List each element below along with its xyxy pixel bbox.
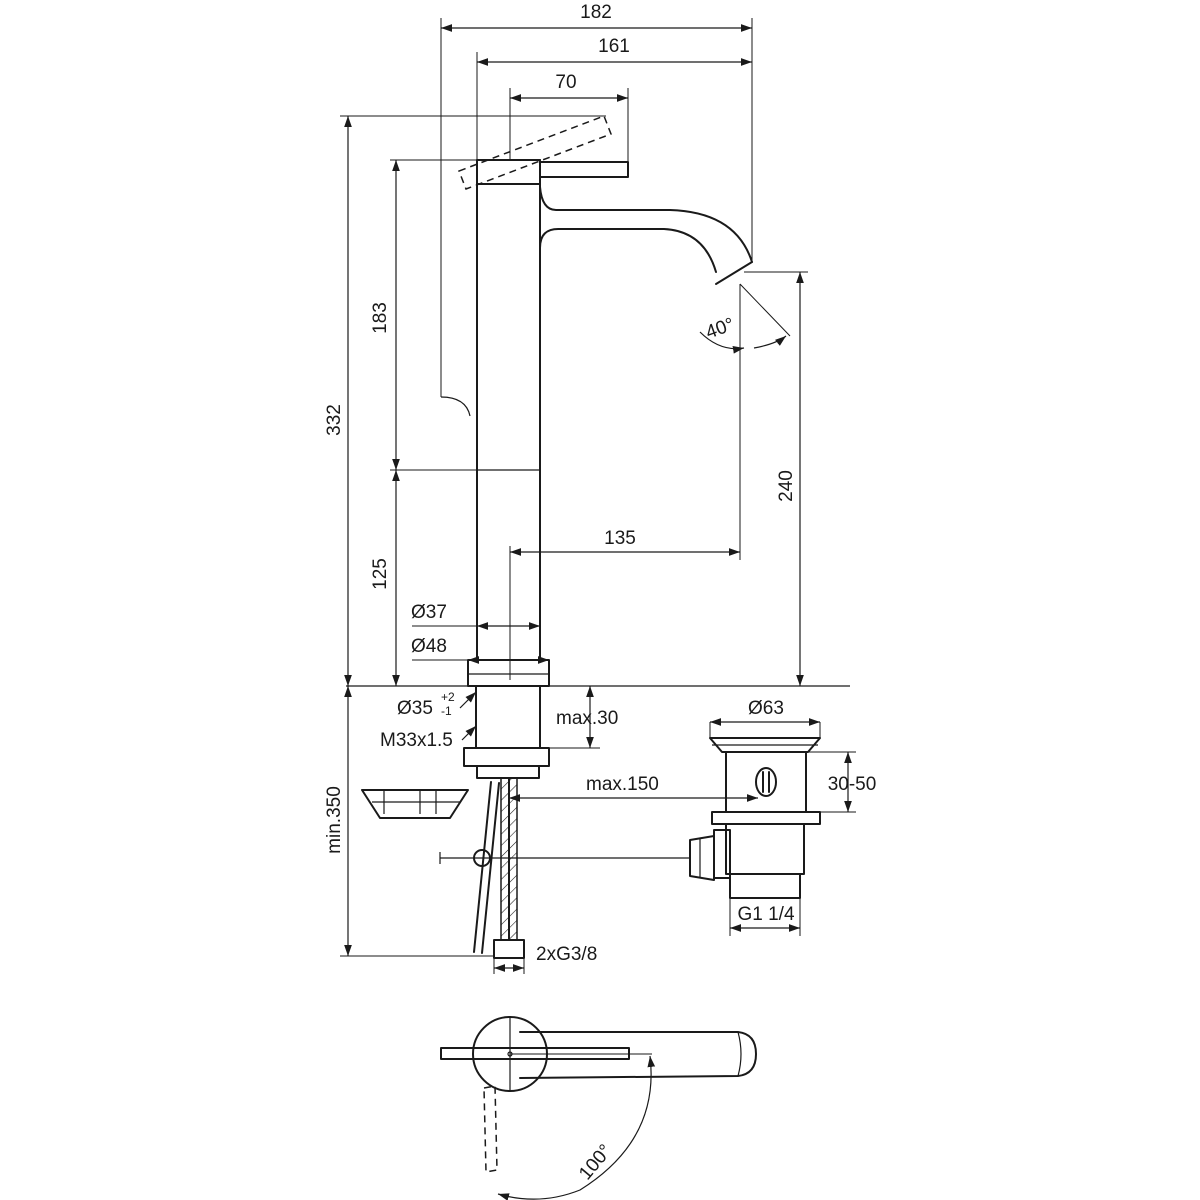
- dim-d35-tol-minus: -1: [441, 704, 452, 718]
- dim-d63-label: Ø63: [748, 698, 784, 719]
- dim-m33-label: M33x1.5: [380, 730, 453, 751]
- faucet-body: [476, 159, 541, 661]
- dim-332-label: 332: [324, 404, 345, 436]
- dim-100deg-label: 100°: [575, 1141, 616, 1185]
- dim-40deg-label: 40°: [703, 314, 737, 344]
- flexible-hose: [493, 777, 525, 959]
- dim-240-label: 240: [776, 470, 797, 502]
- dim-min350-label: min.350: [324, 786, 345, 854]
- mounting-assembly: [361, 685, 690, 959]
- dim-161-label: 161: [598, 36, 630, 57]
- dim-70-label: 70: [555, 72, 576, 93]
- pull-rod: [439, 781, 690, 954]
- dim-182-label: 182: [580, 2, 612, 23]
- dim-d37-label: Ø37: [411, 602, 447, 623]
- dim-g114-label: G1 1/4: [737, 904, 794, 925]
- dim-125-label: 125: [370, 558, 391, 590]
- faucet-base: [467, 659, 550, 687]
- dim-max30-label: max.30: [556, 708, 618, 729]
- dim-d35-label: Ø35: [397, 698, 433, 719]
- faucet-side-view: [346, 115, 850, 687]
- pop-up-waste: [689, 737, 821, 899]
- dim-135-label: 135: [604, 528, 636, 549]
- dim-d35-tol-plus: +2: [441, 690, 455, 704]
- dim-183-label: 183: [370, 302, 391, 334]
- dim-max150-label: max.150: [586, 774, 659, 795]
- faucet-top-view: 100°: [440, 1016, 757, 1200]
- dim-30-50-label: 30-50: [828, 774, 877, 795]
- lever-raised-position: [440, 115, 612, 417]
- dim-d48-label: Ø48: [411, 636, 447, 657]
- lever-handle: [539, 161, 629, 178]
- dimensions: 182 161 70 332 183 125 240 135 40°: [324, 2, 876, 974]
- spout: [539, 186, 753, 285]
- dim-g38-label: 2xG3/8: [536, 944, 597, 965]
- stabilising-plate: [361, 789, 469, 819]
